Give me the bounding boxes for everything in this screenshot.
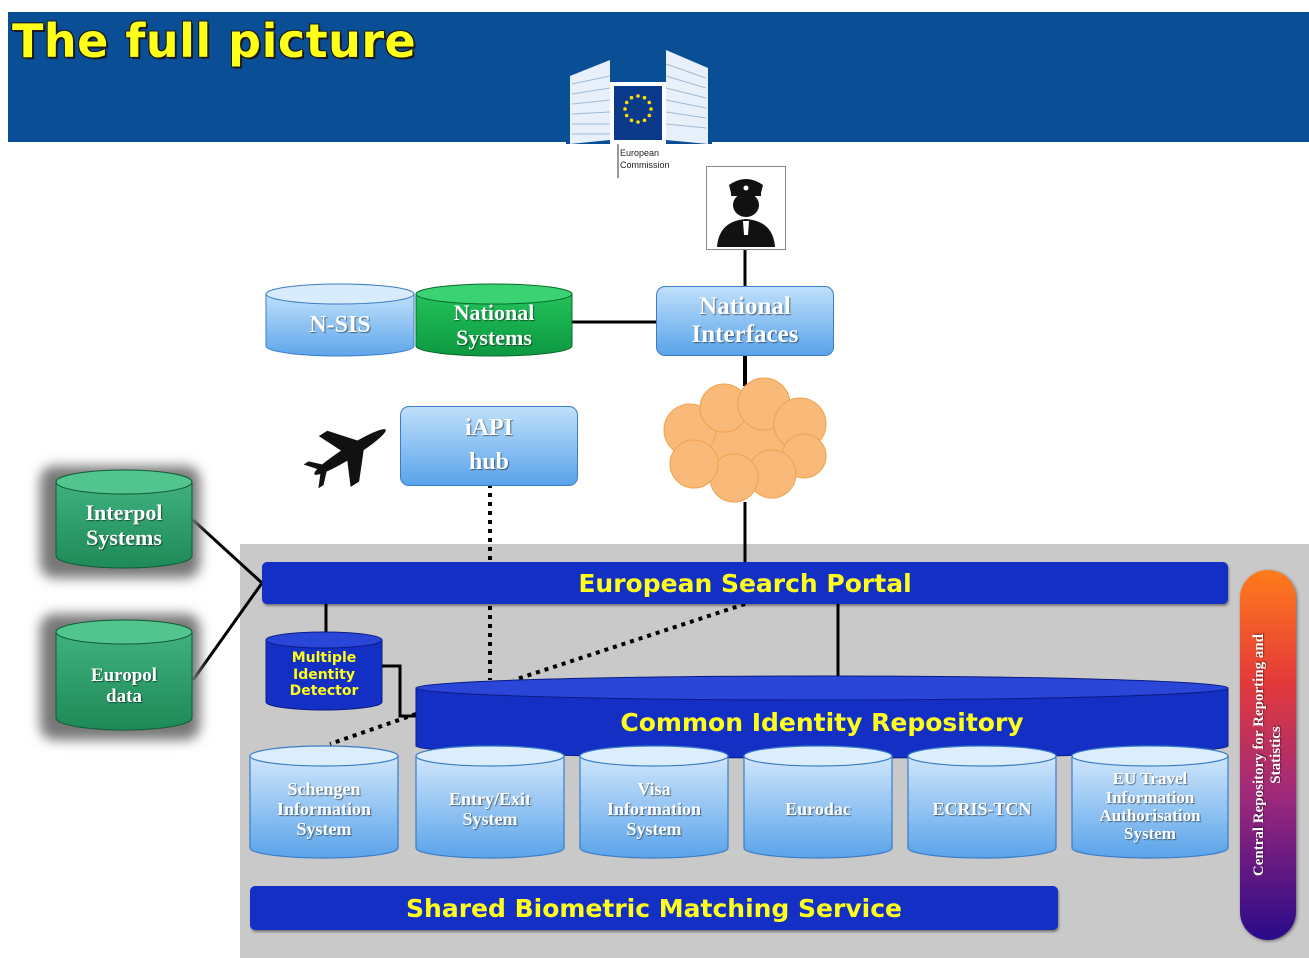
interpol-systems-label: Interpol Systems	[56, 496, 192, 556]
mid-line3: Detector	[289, 683, 359, 700]
db-entry-exit-label: Entry/Exit System	[416, 768, 564, 850]
db-eurodac-line1: Eurodac	[785, 798, 851, 819]
cir-to-sis-dotted-line	[329, 712, 417, 746]
europol-line2: data	[106, 686, 142, 707]
db-schengen-line2: Information	[277, 798, 371, 819]
interpol-line2: Systems	[86, 525, 162, 550]
central-repository-bar: Central Repository for Reporting and Sta…	[1240, 570, 1296, 940]
iapi-hub-line1: iAPI	[465, 415, 513, 442]
slide-title: The full picture	[12, 14, 417, 68]
europol-to-esp-line	[191, 582, 264, 681]
db-etias-line2: Information	[1105, 787, 1195, 807]
db-schengen-line3: System	[296, 819, 352, 840]
logo-text-european: European	[620, 148, 660, 158]
db-schengen-label: Schengen Information System	[250, 768, 398, 850]
europol-line1: Europol	[90, 664, 158, 686]
berlaymont-building-icon	[566, 40, 712, 178]
europol-data-label: Europol data	[56, 656, 192, 716]
national-systems-line1: National	[453, 300, 535, 326]
iapi-hub-box: iAPI hub	[400, 406, 578, 486]
national-interfaces-line1: National	[699, 293, 791, 320]
european-search-portal-bar: European Search Portal	[262, 562, 1228, 604]
national-interfaces-box: National Interfaces	[656, 286, 834, 356]
mid-line2: Identity	[292, 666, 355, 683]
db-etias-line3: Authorisation	[1099, 806, 1201, 825]
interpol-line1: Interpol	[85, 500, 163, 526]
multiple-identity-detector-label: Multiple Identity Detector	[266, 642, 382, 708]
common-identity-repository-label: Common Identity Repository	[620, 707, 1024, 737]
db-visa-line3: System	[626, 819, 682, 840]
european-commission-logo: European Commission	[566, 40, 712, 178]
db-ecris-tcn-line1: ECRIS-TCN	[932, 798, 1032, 819]
db-visa-line1: Visa	[637, 778, 671, 799]
national-systems-label: National Systems	[416, 298, 572, 354]
iapi-hub-line2: hub	[468, 449, 510, 475]
logo-text-commission: Commission	[620, 160, 670, 170]
police-officer-icon	[706, 166, 786, 250]
db-etias-label: EU Travel Information Authorisation Syst…	[1072, 762, 1228, 852]
shared-biometric-matching-service-bar: Shared Biometric Matching Service	[250, 886, 1058, 930]
db-schengen-line1: Schengen	[287, 778, 361, 799]
db-visa-label: Visa Information System	[580, 768, 728, 850]
interpol-to-esp-line	[191, 518, 264, 585]
db-entry-exit-line2: System	[462, 809, 518, 829]
db-etias-line4: System	[1124, 824, 1176, 844]
mid-to-cir-line	[382, 664, 416, 718]
mid-line1: Multiple	[291, 649, 357, 666]
db-eurodac-label: Eurodac	[744, 768, 892, 850]
national-interfaces-line2: Interfaces	[691, 321, 799, 348]
db-entry-exit-line1: Entry/Exit	[448, 788, 531, 809]
national-systems-line2: Systems	[456, 325, 532, 350]
db-visa-line2: Information	[607, 798, 701, 819]
db-etias-line1: EU Travel	[1112, 769, 1188, 789]
nsis-label: N-SIS	[309, 311, 371, 338]
db-ecris-tcn-label: ECRIS-TCN	[908, 768, 1056, 850]
